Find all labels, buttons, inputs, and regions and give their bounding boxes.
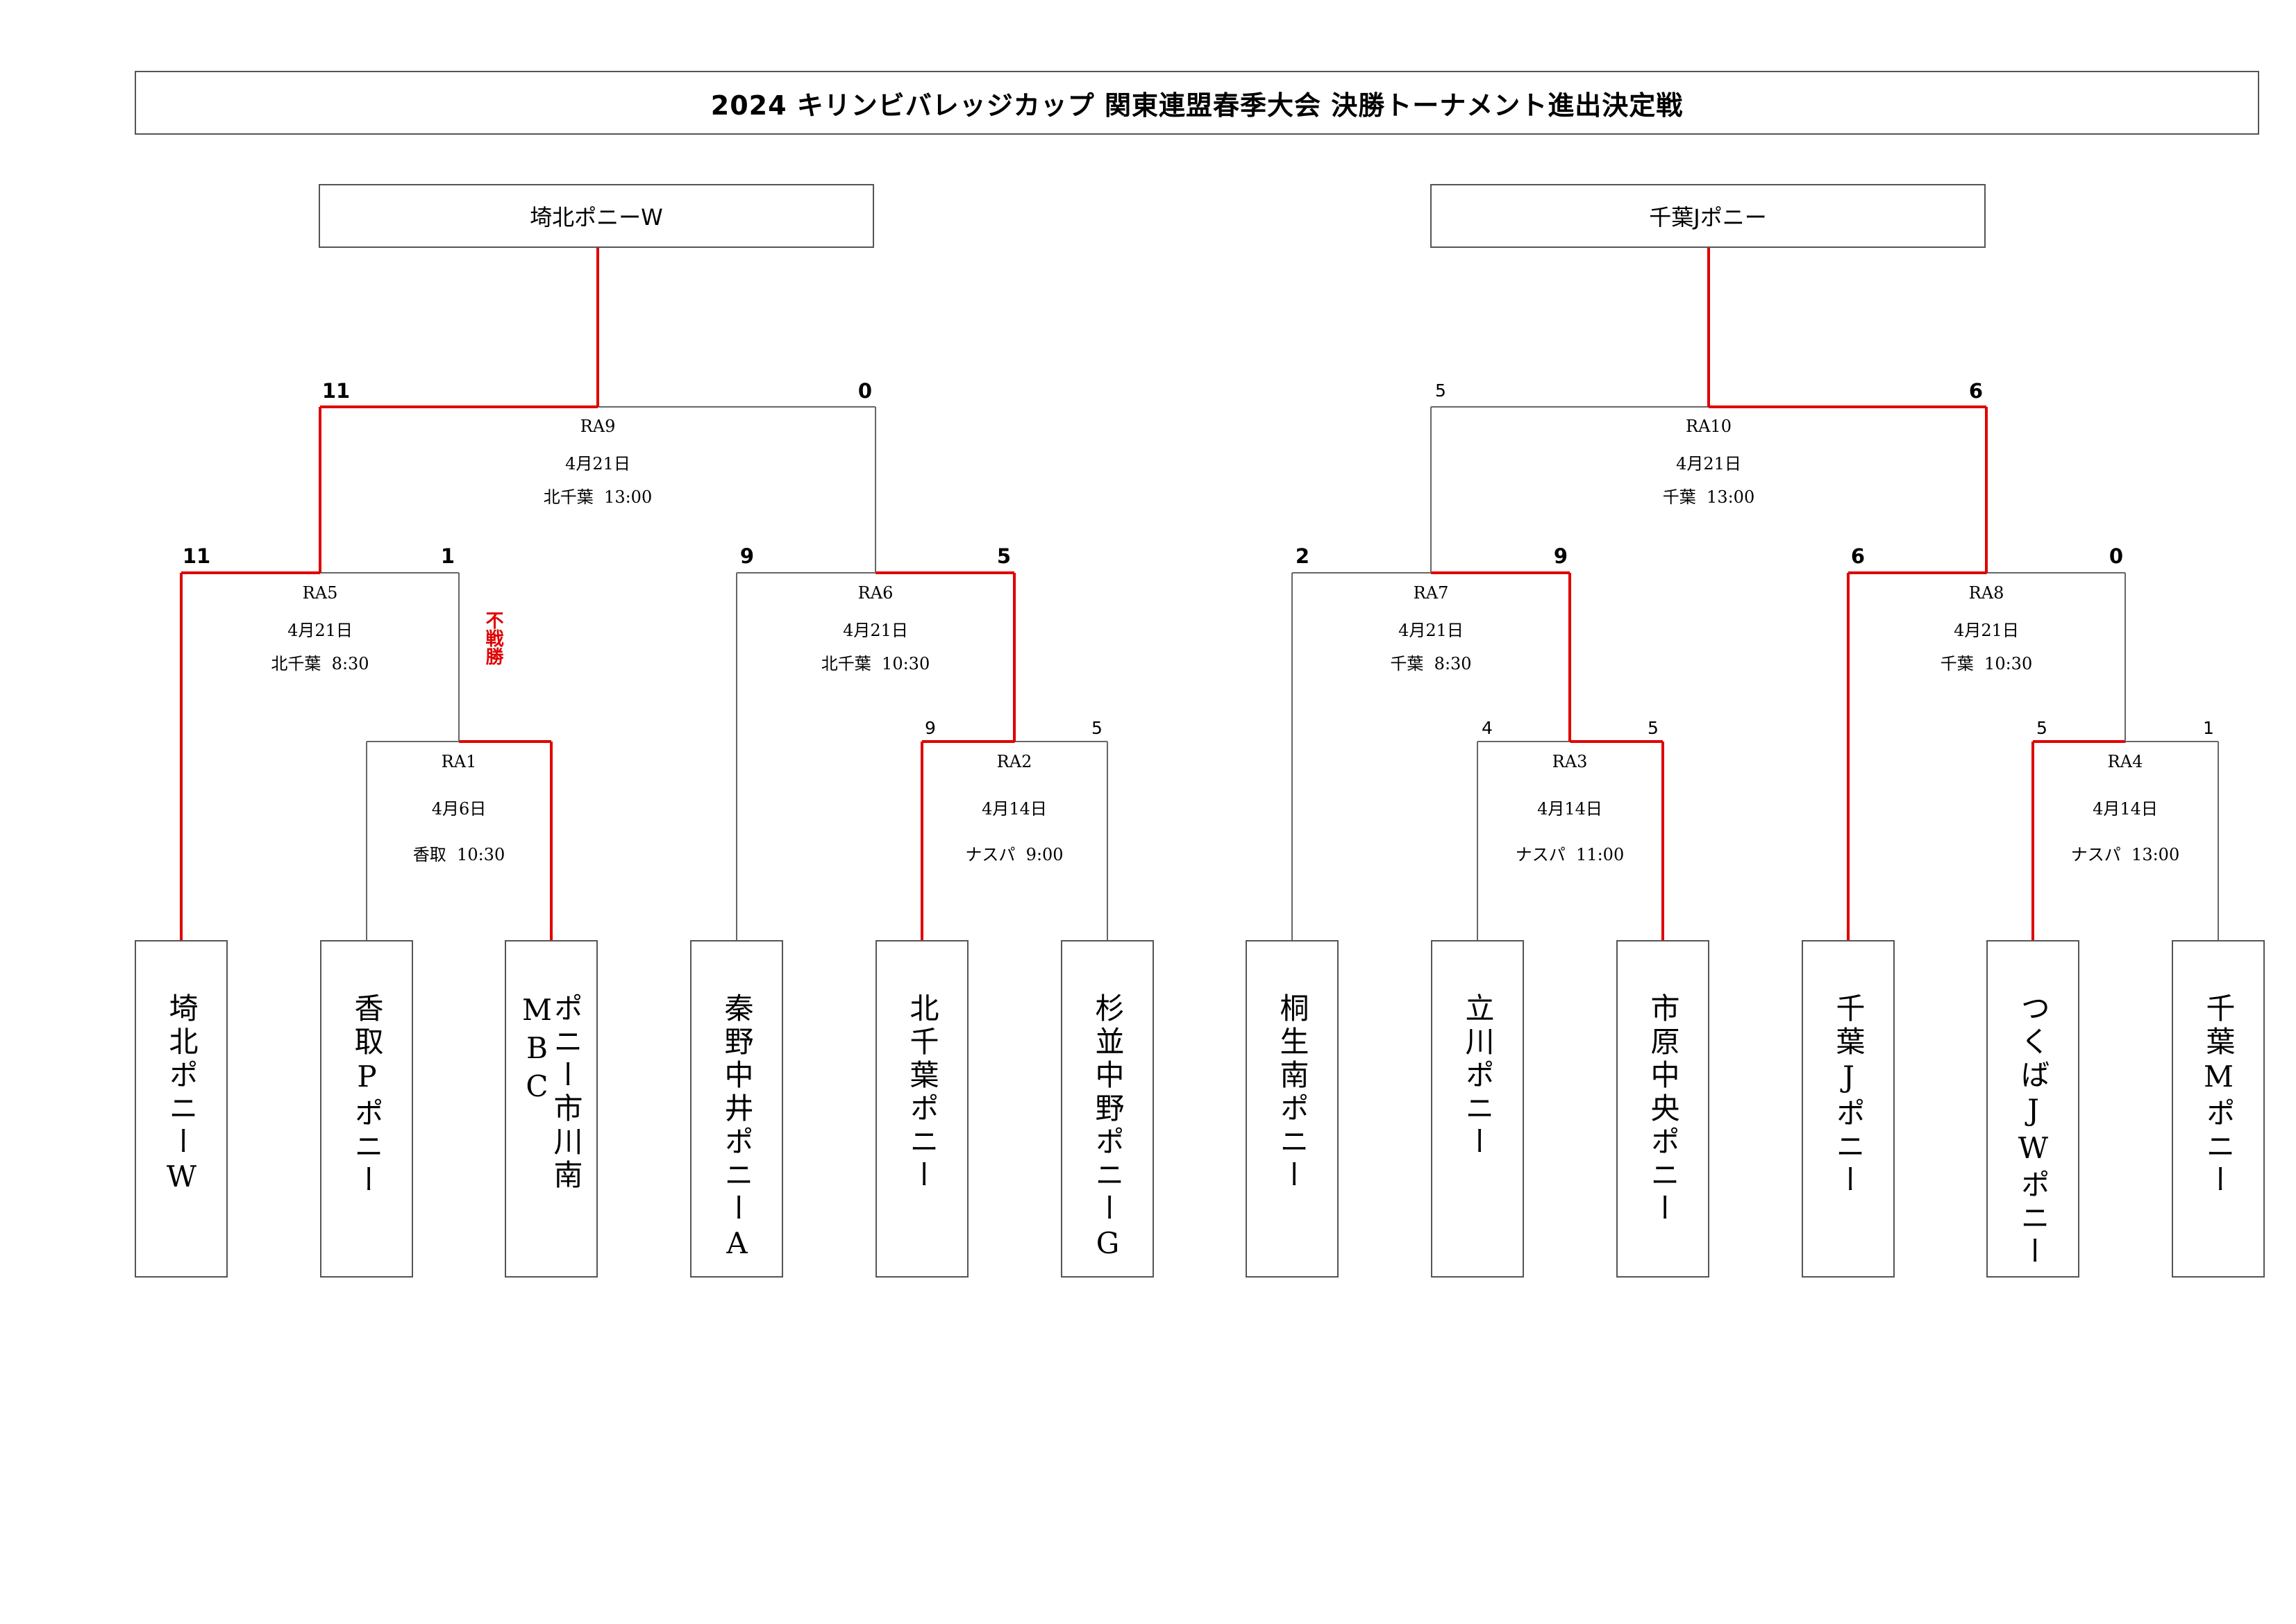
match-date: 4月21日 bbox=[287, 621, 353, 640]
team-name: 桐生南ポニー bbox=[1275, 993, 1309, 1193]
score-right: 1 bbox=[440, 544, 455, 568]
match-time: 8:30 bbox=[1434, 654, 1472, 673]
match-venue-time: ナスパ 9:00 bbox=[965, 841, 1063, 865]
match-id: RA6 bbox=[857, 583, 894, 603]
match-venue: ナスパ bbox=[1515, 845, 1566, 864]
match-time: 8:30 bbox=[331, 654, 369, 673]
score-left: 5 bbox=[2036, 718, 2047, 738]
team-box-5: 北千葉ポニー bbox=[875, 940, 969, 1278]
match-venue: 千葉 bbox=[1390, 654, 1424, 673]
team-name: 秦野中井ポニーA bbox=[720, 993, 754, 1264]
winner-box-right: 千葉Jポニー bbox=[1430, 184, 1986, 248]
team-name: 千葉Mポニー bbox=[2202, 993, 2236, 1198]
match-time: 11:00 bbox=[1576, 845, 1625, 864]
match-time: 13:00 bbox=[2131, 845, 2180, 864]
match-venue: 千葉 bbox=[1940, 654, 1974, 673]
team-name: 杉並中野ポニーG bbox=[1091, 993, 1125, 1264]
match-venue-time: 千葉 13:00 bbox=[1663, 483, 1754, 508]
score-right: 6 bbox=[1968, 379, 1984, 403]
match-id: RA8 bbox=[1968, 583, 2004, 603]
match-venue-time: 千葉 10:30 bbox=[1941, 650, 2032, 674]
match-venue: ナスパ bbox=[2070, 845, 2121, 864]
match-venue: 北千葉 bbox=[821, 654, 871, 673]
match-id: RA5 bbox=[302, 583, 338, 603]
match-date: 4月6日 bbox=[431, 799, 487, 819]
match-venue-time: 北千葉 10:30 bbox=[821, 650, 930, 674]
team-box-10: 千葉Jポニー bbox=[1802, 940, 1895, 1278]
match-time: 13:00 bbox=[1707, 487, 1755, 507]
match-venue: 北千葉 bbox=[543, 487, 594, 507]
team-box-6: 杉並中野ポニーG bbox=[1061, 940, 1154, 1278]
score-right: 5 bbox=[1091, 718, 1103, 738]
team-box-4: 秦野中井ポニーA bbox=[690, 940, 783, 1278]
match-venue-time: 香取 10:30 bbox=[413, 841, 505, 865]
match-date: 4月21日 bbox=[843, 621, 908, 640]
match-id: RA10 bbox=[1686, 417, 1732, 436]
score-right: 0 bbox=[2109, 544, 2124, 568]
match-venue: ナスパ bbox=[965, 845, 1016, 864]
team-name: 市原中央ポニー bbox=[1646, 993, 1680, 1226]
score-right: 5 bbox=[996, 544, 1012, 568]
score-left: 5 bbox=[1435, 380, 1446, 401]
match-venue-time: 北千葉 13:00 bbox=[544, 483, 652, 508]
tournament-title: 2024 キリンビバレッジカップ 関東連盟春季大会 決勝トーナメント進出決定戦 bbox=[135, 71, 2259, 135]
match-time: 10:30 bbox=[457, 845, 505, 864]
match-date: 4月21日 bbox=[1398, 621, 1464, 640]
match-venue-time: 北千葉 8:30 bbox=[271, 650, 369, 674]
match-venue-time: ナスパ 11:00 bbox=[1516, 841, 1624, 865]
team-box-8: 立川ポニー bbox=[1431, 940, 1524, 1278]
match-id: RA4 bbox=[2107, 752, 2143, 771]
team-name: 立川ポニー bbox=[1461, 993, 1495, 1160]
match-date: 4月21日 bbox=[1954, 621, 2019, 640]
team-name: 北千葉ポニー bbox=[905, 993, 939, 1193]
score-left: 6 bbox=[1850, 544, 1866, 568]
team-box-11: つくばJWポニー bbox=[1986, 940, 2079, 1278]
match-time: 9:00 bbox=[1025, 845, 1064, 864]
score-left: 9 bbox=[925, 718, 936, 738]
team-box-1: 埼北ポニーW bbox=[135, 940, 228, 1278]
match-id: RA7 bbox=[1413, 583, 1449, 603]
score-left: 2 bbox=[1295, 544, 1310, 568]
match-time: 10:30 bbox=[1984, 654, 2033, 673]
team-box-2: 香取Pポニー bbox=[320, 940, 413, 1278]
match-venue-time: 千葉 8:30 bbox=[1390, 650, 1471, 674]
score-right: 5 bbox=[1648, 718, 1659, 738]
match-id: RA9 bbox=[580, 417, 616, 436]
team-name: 埼北ポニーW bbox=[165, 993, 199, 1198]
match-date: 4月14日 bbox=[982, 799, 1047, 819]
team-box-7: 桐生南ポニー bbox=[1246, 940, 1339, 1278]
team-box-9: 市原中央ポニー bbox=[1616, 940, 1709, 1278]
score-left: 11 bbox=[321, 379, 351, 403]
match-date: 4月21日 bbox=[1676, 454, 1741, 474]
team-name: ポニー市川南MBC bbox=[520, 993, 583, 1193]
match-id: RA3 bbox=[1552, 752, 1588, 771]
score-left: 11 bbox=[182, 544, 211, 568]
match-date: 4月14日 bbox=[1537, 799, 1602, 819]
match-venue: 香取 bbox=[412, 845, 446, 864]
match-venue: 北千葉 bbox=[271, 654, 321, 673]
team-name: 香取Pポニー bbox=[350, 993, 384, 1198]
winner-box-left: 埼北ポニーW bbox=[319, 184, 874, 248]
score-right: 9 bbox=[1553, 544, 1568, 568]
score-right: 0 bbox=[857, 379, 873, 403]
team-name: つくばJWポニー bbox=[2016, 993, 2050, 1269]
match-date: 4月14日 bbox=[2093, 799, 2158, 819]
match-time: 10:30 bbox=[882, 654, 930, 673]
match-venue: 千葉 bbox=[1662, 487, 1696, 507]
team-box-12: 千葉Mポニー bbox=[2172, 940, 2265, 1278]
match-id: RA2 bbox=[996, 752, 1032, 771]
match-id: RA1 bbox=[441, 752, 477, 771]
team-name: 千葉Jポニー bbox=[1832, 993, 1866, 1198]
score-left: 4 bbox=[1482, 718, 1493, 738]
match-date: 4月21日 bbox=[565, 454, 630, 474]
forfeit-label: 不戦勝 bbox=[483, 611, 503, 665]
score-right: 1 bbox=[2203, 718, 2214, 738]
match-venue-time: ナスパ 13:00 bbox=[2071, 841, 2179, 865]
team-box-3: ポニー市川南MBC bbox=[505, 940, 598, 1278]
score-left: 9 bbox=[739, 544, 755, 568]
match-time: 13:00 bbox=[604, 487, 653, 507]
